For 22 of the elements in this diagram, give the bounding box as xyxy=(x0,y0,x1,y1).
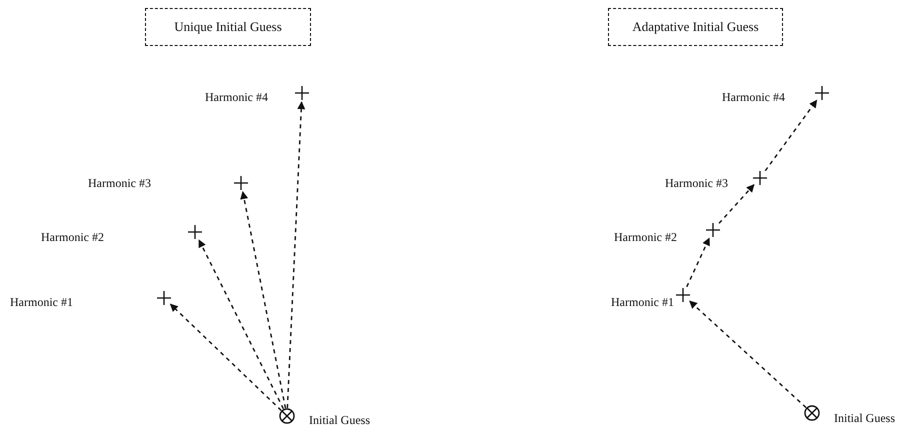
dashed-arrow xyxy=(686,237,710,288)
point-label: Harmonic #4 xyxy=(205,91,268,103)
panel-title: Adaptative Initial Guess xyxy=(632,18,759,36)
point-label: Initial Guess xyxy=(834,412,895,424)
point-label: Harmonic #1 xyxy=(10,296,73,308)
dashed-arrow xyxy=(170,304,282,411)
dashed-arrow xyxy=(689,300,807,408)
dashed-title-box xyxy=(145,8,311,46)
point-label: Harmonic #1 xyxy=(611,296,674,308)
point-label: Harmonic #3 xyxy=(665,177,728,189)
dashed-arrow xyxy=(718,184,754,224)
point-label: Initial Guess xyxy=(309,414,370,426)
dashed-arrow xyxy=(286,101,306,408)
point-label: Harmonic #2 xyxy=(614,231,677,243)
point-label: Harmonic #4 xyxy=(722,91,785,103)
point-label: Harmonic #2 xyxy=(41,231,104,243)
panel-title: Unique Initial Guess xyxy=(174,18,282,36)
dashed-title-box xyxy=(608,8,783,46)
point-label: Harmonic #3 xyxy=(88,177,151,189)
dashed-arrow xyxy=(198,239,284,410)
dashed-arrow xyxy=(240,191,286,408)
dashed-arrow xyxy=(764,100,818,172)
